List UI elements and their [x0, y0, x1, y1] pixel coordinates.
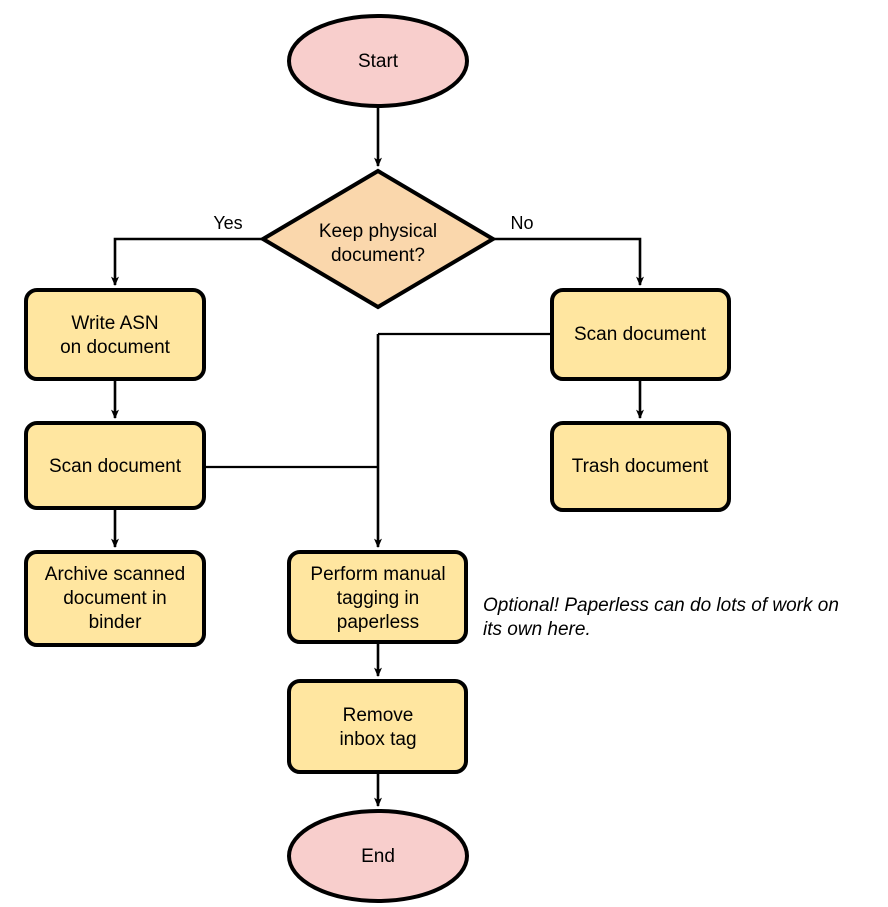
start-label: Start — [358, 51, 399, 72]
remove-inbox-tag-rect[interactable] — [287, 679, 468, 774]
connector-layer — [111, 106, 644, 808]
node-perform-manual-tagging[interactable]: Perform manual tagging in paperless — [287, 550, 468, 644]
tagging-label-line3: paperless — [337, 612, 419, 633]
node-decision-keep-physical-document[interactable]: Keep physical document? — [259, 168, 497, 310]
remove-inbox-label-line2: inbox tag — [339, 729, 416, 750]
node-remove-inbox-tag[interactable]: Remove inbox tag — [287, 679, 468, 774]
annotation-optional-note: Optional! Paperless can do lots of work … — [483, 595, 839, 640]
scan-document-left-rect[interactable] — [24, 421, 206, 510]
archive-rect[interactable] — [24, 550, 206, 647]
start-ellipse[interactable] — [287, 14, 469, 108]
tagging-label-line1: Perform manual — [310, 564, 445, 585]
edge-decision-yes-to-write-asn — [111, 237, 263, 287]
decision-diamond[interactable] — [259, 168, 497, 310]
edge-label-no: No — [510, 213, 533, 233]
optional-note-line1: Optional! Paperless can do lots of work … — [483, 595, 839, 616]
node-archive-scanned-document[interactable]: Archive scanned document in binder — [24, 550, 206, 647]
write-asn-rect[interactable] — [24, 288, 206, 381]
archive-label-line3: binder — [89, 612, 142, 633]
decision-label-line2: document? — [331, 245, 425, 266]
tagging-rect[interactable] — [287, 550, 468, 644]
node-write-asn-on-document[interactable]: Write ASN on document — [24, 288, 206, 381]
scan-document-right-label: Scan document — [574, 324, 707, 345]
archive-label-line1: Archive scanned — [45, 564, 185, 585]
write-asn-label-line1: Write ASN — [71, 313, 158, 334]
trash-document-rect[interactable] — [550, 421, 731, 512]
node-scan-document-left[interactable]: Scan document — [24, 421, 206, 510]
edge-decision-no-to-scan-right — [493, 237, 644, 287]
node-start[interactable]: Start — [287, 14, 469, 108]
node-scan-document-right[interactable]: Scan document — [550, 288, 731, 381]
decision-label-line1: Keep physical — [319, 221, 437, 242]
node-end[interactable]: End — [287, 809, 469, 903]
scan-document-right-rect[interactable] — [550, 288, 731, 381]
scan-document-left-label: Scan document — [49, 456, 182, 477]
trash-document-label: Trash document — [572, 456, 709, 477]
end-ellipse[interactable] — [287, 809, 469, 903]
edge-label-yes: Yes — [213, 213, 242, 233]
write-asn-label-line2: on document — [60, 337, 171, 358]
remove-inbox-label-line1: Remove — [343, 705, 414, 726]
node-trash-document[interactable]: Trash document — [550, 421, 731, 512]
tagging-label-line2: tagging in — [337, 588, 419, 609]
optional-note-line2: its own here. — [483, 619, 591, 640]
end-label: End — [361, 846, 395, 867]
archive-label-line2: document in — [63, 588, 167, 609]
